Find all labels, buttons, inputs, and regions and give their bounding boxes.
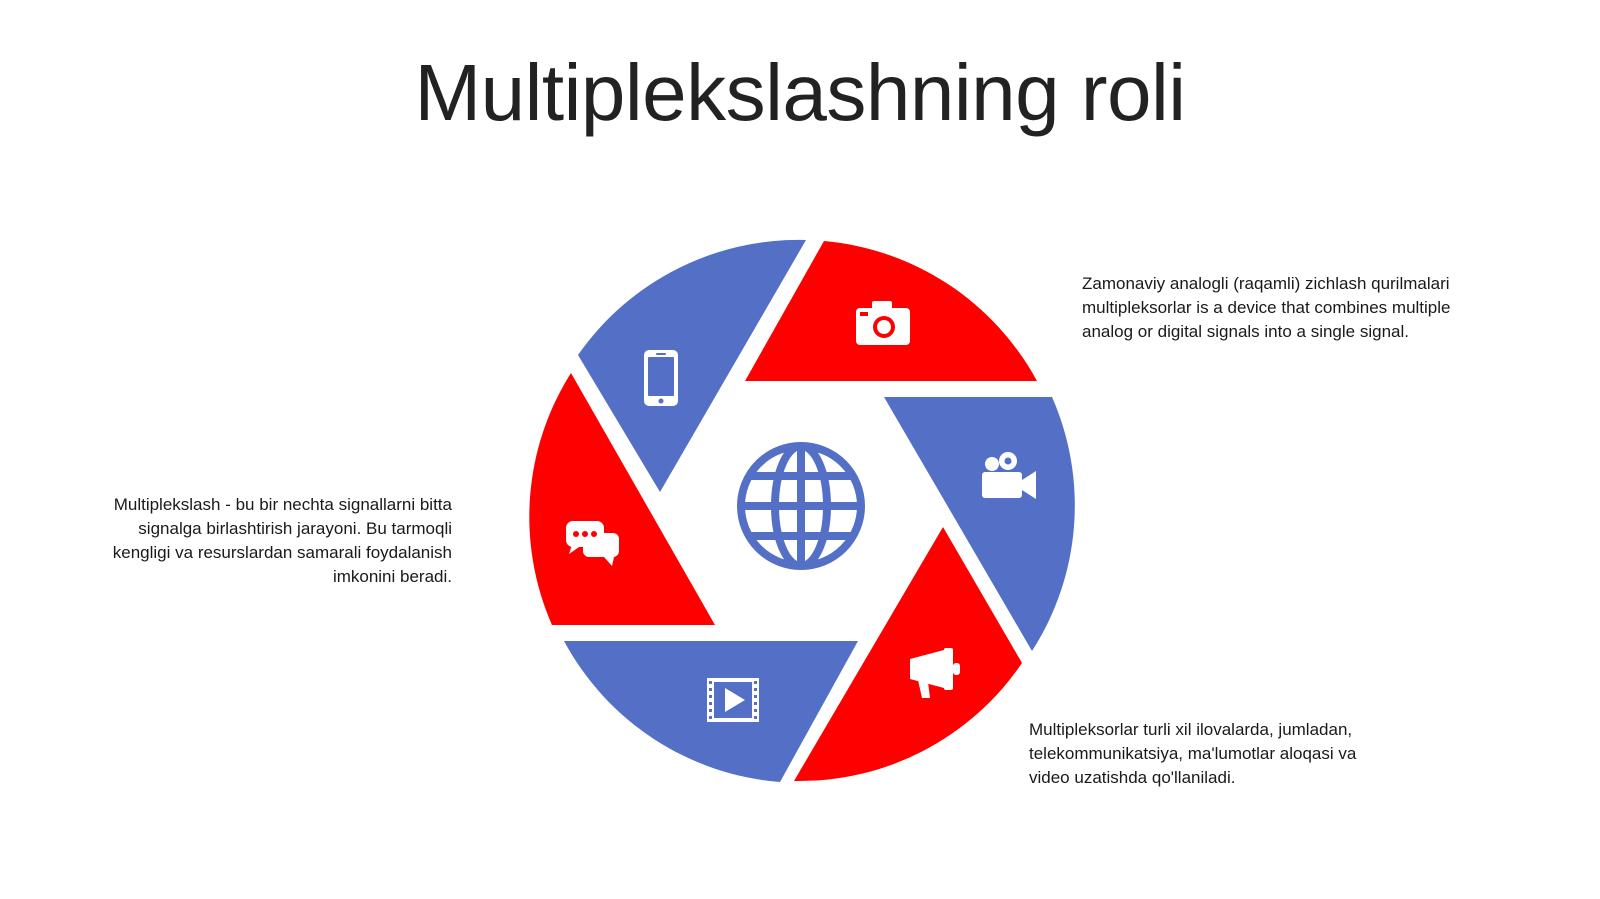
camera-icon [856,301,910,345]
text-block-left: Multiplekslash - bu bir nechta signallar… [112,495,452,586]
text-block-top-right: Zamonaviy analogli (raqamli) zichlash qu… [1082,274,1451,341]
text-block-bottom-right: Multipleksorlar turli xil ilovalarda, ju… [1029,720,1357,787]
chat-bubbles-icon [566,521,621,566]
slide-title: Multiplekslashning roli [414,48,1186,137]
globe-icon [737,442,865,570]
segment-bottom-right [794,527,1022,782]
segment-left [529,373,715,625]
video-camera-icon [982,452,1036,499]
video-play-icon [707,678,759,722]
segment-top-left [578,239,806,492]
segment-right [884,397,1075,651]
megaphone-icon [910,648,960,698]
smartphone-icon [644,350,678,406]
